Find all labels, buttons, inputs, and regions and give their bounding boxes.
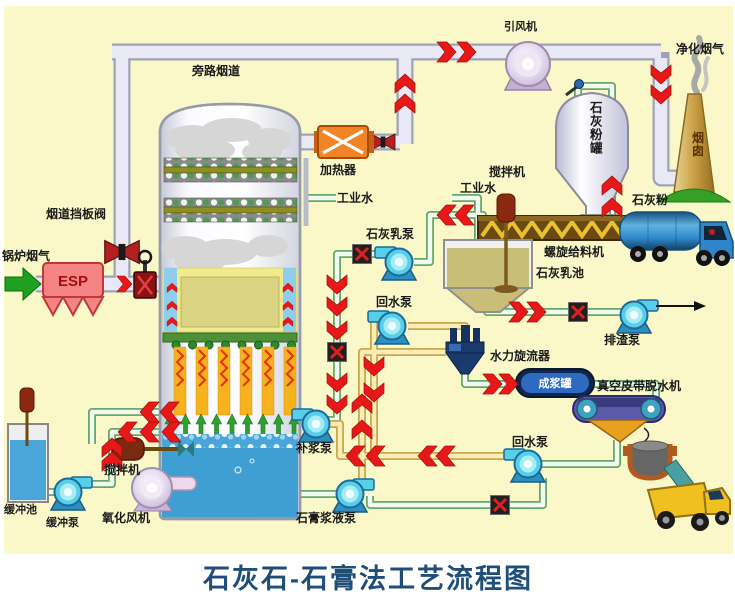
smoke xyxy=(691,35,704,95)
hydrocyclone-label: 水力旋流器 xyxy=(490,348,551,363)
inlet-gas-arrow xyxy=(4,266,42,302)
chimney-label: 烟囱 xyxy=(692,131,704,158)
page-title: 石灰石-石膏法工艺流程图 xyxy=(202,563,533,594)
screw-feeder-label: 螺旋给料机 xyxy=(544,244,604,259)
lime-powder-label: 石灰粉 xyxy=(631,192,668,207)
heater xyxy=(314,125,374,159)
boiler-flue-gas-label: 锅炉烟气 xyxy=(2,248,50,263)
bypass-flue-label: 旁路烟道 xyxy=(191,63,240,78)
lime-milk-pool-label: 石灰乳池 xyxy=(535,265,584,280)
lime-tanker-truck xyxy=(619,211,734,266)
vacuum-belt-dewaterer xyxy=(572,395,666,461)
flue-damper-valve-label: 烟道挡板阀 xyxy=(46,206,106,221)
gypsum-slurry-pump-label: 石膏浆液泵 xyxy=(295,510,356,525)
industrial-water-pool-label: 工业水 xyxy=(460,180,497,195)
dump-truck xyxy=(646,481,731,531)
id-fan xyxy=(503,41,553,91)
gypsum-funnel xyxy=(585,419,651,443)
hydrocyclone xyxy=(445,325,485,375)
buffer-agitator-motor xyxy=(19,387,35,413)
esp: ESP xyxy=(4,262,105,318)
oxidation-fan-label: 氧化风机 xyxy=(101,510,150,525)
slurry-tank: 成浆罐 xyxy=(515,368,595,398)
lime-line-valve xyxy=(326,341,348,363)
lime-milk-pool xyxy=(443,193,533,313)
grass-mound xyxy=(656,188,732,203)
lime-silo-label: 石灰粉罐 xyxy=(589,101,603,156)
absorber-tower xyxy=(158,102,309,521)
buffer-pump-label: 缓冲泵 xyxy=(46,515,79,529)
id-fan-label: 引风机 xyxy=(504,19,537,33)
return-water-pump-right-label: 回水泵 xyxy=(512,434,548,449)
oxidation-fan xyxy=(131,467,197,512)
slurry-tank-label: 成浆罐 xyxy=(539,376,572,390)
pool-agitator-motor xyxy=(496,193,516,223)
lime-milk-valve xyxy=(351,243,373,265)
esp-label: ESP xyxy=(58,273,88,290)
gas-up-arrows xyxy=(164,413,300,437)
makeup-slurry-pump-label: 补浆泵 xyxy=(295,440,332,455)
industrial-water-tower-label: 工业水 xyxy=(337,190,374,205)
absorber-agitator-label: 搅拌机 xyxy=(104,462,140,477)
spray-columns xyxy=(173,346,297,416)
discharge-pump-label: 排渣泵 xyxy=(604,332,640,347)
discharge-line-valve xyxy=(567,301,589,323)
clean-flue-gas-label: 净化烟气 xyxy=(676,41,724,56)
bottom-line-valve xyxy=(489,494,511,516)
diagram-labels: 锅炉烟气 烟道挡板阀 旁路烟道 引风机 净化烟气 烟囱 加热器 工业水 工业水 … xyxy=(2,19,724,529)
discharge-out-arrow xyxy=(656,301,706,311)
tower-inlet-valve xyxy=(133,249,157,299)
pool-agitator-label: 搅拌机 xyxy=(489,164,525,179)
chimney xyxy=(656,35,732,203)
buffer-pool xyxy=(7,387,49,503)
return-water-pump-mid-label: 回水泵 xyxy=(376,294,412,309)
mist-eliminator-banks xyxy=(163,157,298,223)
buffer-pool-label: 缓冲池 xyxy=(4,502,37,516)
mist-clouds xyxy=(161,118,292,272)
lime-milk-pump-label: 石灰乳泵 xyxy=(365,226,414,241)
absorption-zone xyxy=(162,267,298,333)
vacuum-belt-label: 真空皮带脱水机 xyxy=(597,378,681,393)
heater-label: 加热器 xyxy=(319,162,357,177)
